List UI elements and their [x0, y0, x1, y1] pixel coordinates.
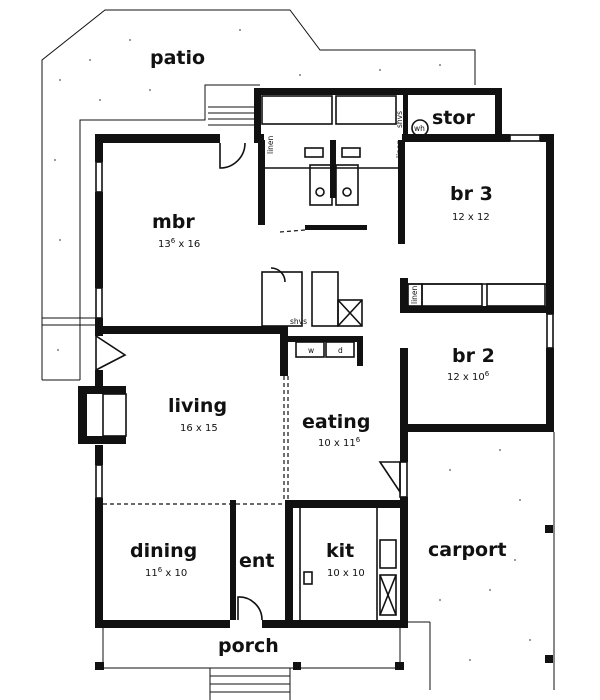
fixture-dryer: d — [338, 346, 343, 355]
room-dim-kit: 10 x 10 — [327, 568, 365, 579]
room-label-porch: porch — [218, 635, 279, 657]
room-label-mbr: mbr — [152, 211, 195, 233]
porch-outline — [95, 628, 404, 700]
room-dim-br2: 12 x 106 — [447, 370, 490, 383]
room-label-ent: ent — [239, 550, 275, 572]
room-label-br2: br 2 — [452, 345, 495, 367]
patio-outline — [41, 9, 476, 381]
exterior-walls — [95, 88, 554, 628]
room-label-patio: patio — [150, 47, 205, 69]
carport-outline — [407, 432, 555, 690]
water-heater-symbol — [411, 119, 429, 137]
patio-stipple — [54, 29, 441, 351]
interior-walls — [95, 88, 551, 620]
fixture-shvs-hall: shvs — [290, 317, 307, 326]
room-dim-living: 16 x 15 — [180, 423, 218, 434]
room-dim-dining: 116 x 10 — [145, 566, 187, 579]
room-dim-br3: 12 x 12 — [452, 212, 490, 223]
fixture-water-heater: wh — [414, 124, 425, 133]
room-dim-mbr: 136 x 16 — [158, 237, 200, 250]
room-label-stor: stor — [432, 107, 475, 129]
fixture-linen-bath: linen — [395, 139, 404, 158]
fireplace — [78, 386, 127, 444]
room-label-living: living — [168, 395, 227, 417]
doors — [95, 142, 401, 621]
fixture-linen-hall: linen — [410, 285, 419, 304]
room-label-carport: carport — [428, 539, 507, 561]
room-dim-eating: 10 x 116 — [318, 436, 361, 449]
room-label-br3: br 3 — [450, 183, 493, 205]
room-label-kit: kit — [326, 540, 354, 562]
fixture-shvs-top: shvs — [395, 111, 404, 128]
fixture-washer: w — [308, 346, 314, 355]
room-label-eating: eating — [302, 411, 370, 433]
room-label-dining: dining — [130, 540, 197, 562]
fixture-linen-mbr: linen — [266, 135, 275, 154]
carport-stipple — [439, 449, 531, 661]
